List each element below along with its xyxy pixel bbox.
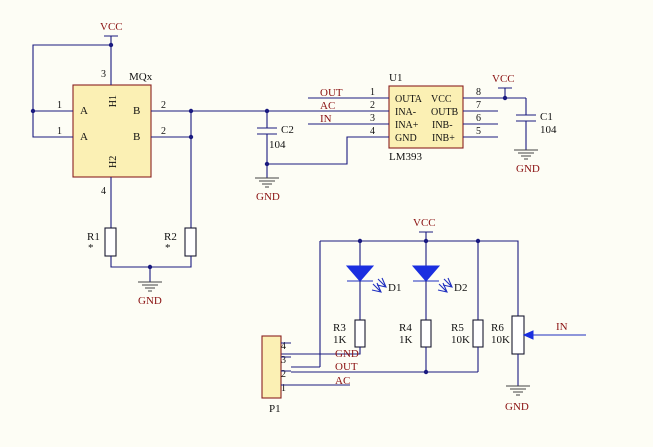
u1-part: LM393 [389,151,423,163]
potentiometer-r6: R6 10K IN GND [491,315,586,413]
sensor-pin-num-b1: 2 [161,100,166,111]
u1-inner-r2: OUTB [431,107,459,118]
r2-value: * [165,242,171,254]
r5-value: 10K [451,334,470,346]
r6-value: 10K [491,334,510,346]
sensor-pin-num-h2: 4 [101,186,106,197]
p1-net-out: OUT [335,361,358,373]
r4-ref: R4 [399,322,412,334]
c1-value: 104 [540,124,557,136]
sensor-pin-num-h1: 3 [101,69,106,80]
d1-ref: D1 [388,282,401,294]
sensor-mqx: MQx A A B B H1 H2 1 1 2 2 3 4 [57,69,166,197]
sensor-pin-num-a1: 1 [57,100,62,111]
p1-pin-2: 2 [281,369,286,380]
led-supply: VCC [319,217,519,367]
gnd-r: GND [110,256,192,307]
p1-ref: P1 [269,403,281,415]
sensor-wires: VCC [30,21,350,228]
u1-inner-l2: INA- [395,107,416,118]
sensor-body [72,84,152,178]
p1-net-ac: AC [335,375,350,387]
sensor-pin-num-b2: 2 [161,126,166,137]
u1-ref: U1 [389,72,402,84]
u1-pin-7: 7 [476,100,481,111]
u1-pin-1: 1 [370,87,375,98]
led-d2: D2 [411,241,467,320]
sensor-pin-a-top: A [80,105,88,117]
u1-inner-r4: INB+ [432,133,455,144]
u1-inner-l1: OUTA [395,94,423,105]
u1-inner-r3: INB- [432,120,453,131]
p1-body [261,335,282,399]
sensor-heater-h1: H1 [108,95,119,107]
p1-net-gnd: GND [335,348,359,360]
vcc-label-u1: VCC [492,73,515,85]
u1-inner-l3: INA+ [395,120,419,131]
comparator-u1: U1 LM393 OUTA INA- INA+ GND VCC OUTB INB… [370,72,481,163]
vcc-label-top: VCC [100,21,123,33]
u1-body [388,85,464,149]
vcc-label-leds: VCC [413,217,436,229]
r3-value: 1K [333,334,347,346]
c1-ref: C1 [540,111,553,123]
gnd-label-r6: GND [505,401,529,413]
p1-pin-3: 3 [281,355,286,366]
led-d1: D1 [345,241,401,320]
sensor-name: MQx [129,71,153,83]
r3-ref: R3 [333,322,346,334]
u1-left-wires: OUT AC IN [267,87,389,165]
r1-ref: R1 [87,231,100,243]
c2-value: 104 [269,139,286,151]
net-out-u1: OUT [320,87,343,99]
resistor-r5: R5 10K [451,241,484,372]
c2-ref: C2 [281,124,294,136]
u1-inner-r1: VCC [431,94,452,105]
u1-pin-4: 4 [370,126,375,137]
d2-ref: D2 [454,282,467,294]
r2-ref: R2 [164,231,177,243]
u1-pin-5: 5 [476,126,481,137]
u1-right-wires: VCC C1 104 GND [463,73,557,175]
r4-value: 1K [399,334,413,346]
sensor-pin-b-bottom: B [133,131,140,143]
u1-pin-2: 2 [370,100,375,111]
p1-pin-1: 1 [281,383,286,394]
net-in-r6: IN [556,321,568,333]
u1-pin-3: 3 [370,113,375,124]
sensor-pin-a-bottom: A [80,131,88,143]
connector-p1: P1 4 3 2 1 GND OUT AC [261,335,478,415]
gnd-label-r: GND [138,295,162,307]
r5-ref: R5 [451,322,464,334]
sensor-pin-num-a2: 1 [57,126,62,137]
capacitor-c2: C2 104 GND [255,108,294,203]
p1-pin-4: 4 [281,341,286,352]
u1-pin-8: 8 [476,87,481,98]
gnd-label-c1: GND [516,163,540,175]
r1-value: * [88,242,94,254]
sensor-pin-b-top: B [133,105,140,117]
resistor-r4: R4 1K [399,319,432,375]
r6-ref: R6 [491,322,504,334]
gnd-label-c2: GND [256,191,280,203]
net-ac-u1: AC [320,100,335,112]
resistor-r2: R2 * [164,227,197,257]
u1-inner-l4: GND [395,133,417,144]
resistor-r1: R1 * [87,227,117,257]
u1-pin-6: 6 [476,113,481,124]
sensor-heater-h2: H2 [108,156,119,168]
resistor-r3: R3 1K [281,319,366,355]
net-in-u1: IN [320,113,332,125]
